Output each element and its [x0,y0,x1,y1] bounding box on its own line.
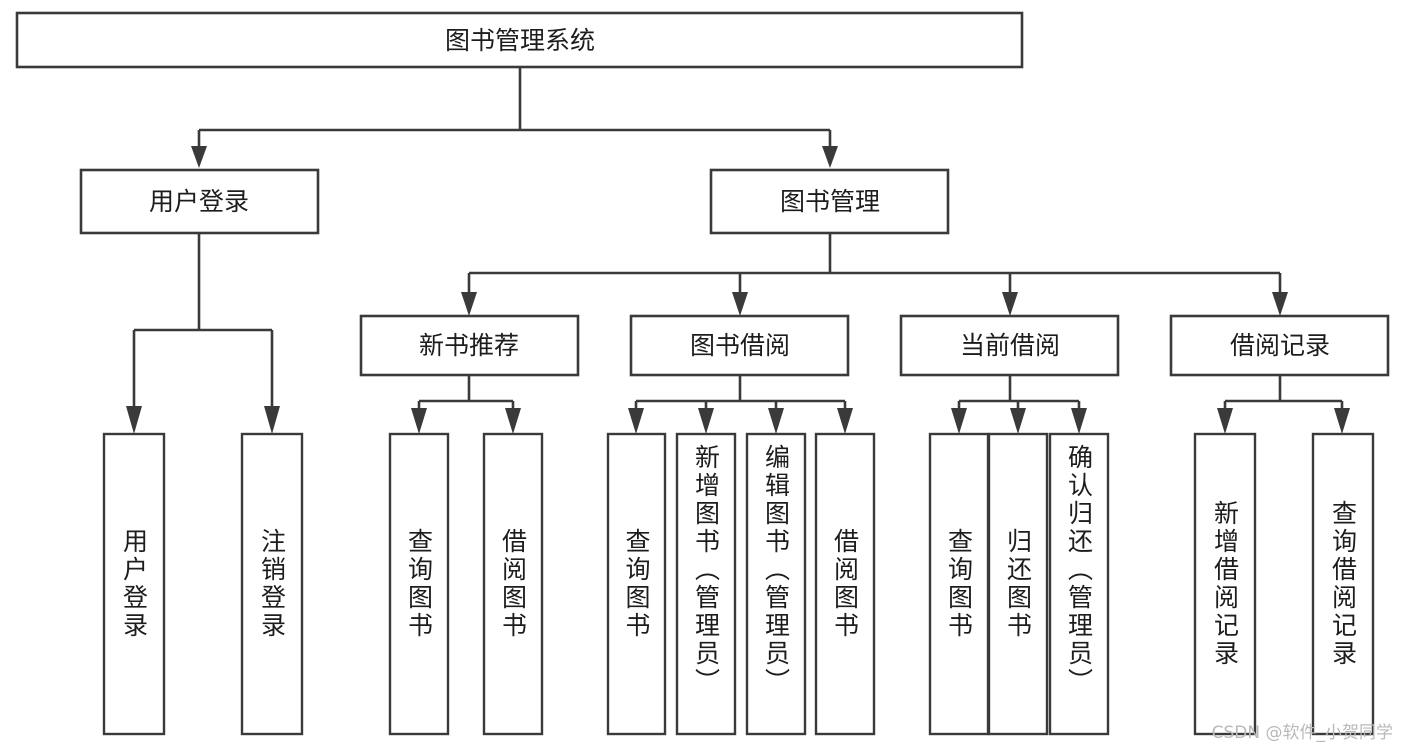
connector-group-borrow-record [1217,375,1350,434]
arrow-head-to-book-borrow [732,292,748,316]
arrow-head-leaf-confirm-return [1071,408,1087,434]
node-new-book-recommendation[interactable]: 新书推荐 [359,314,580,377]
node-book-management-label: 图书管理 [780,187,880,216]
arrow-head-leaf-return-book [1010,408,1026,434]
arrow-head-to-new-book-rec [461,292,477,316]
leaf-box-borrow-book-1[interactable] [482,432,544,736]
node-new-book-recommendation-label: 新书推荐 [419,331,519,360]
arrow-head-leaf-user-login [126,406,142,434]
arrow-head-to-book-mgmt [822,146,838,168]
leaf-box-logout[interactable] [240,432,304,736]
leaf-box-return-book[interactable] [987,432,1049,736]
node-current-borrow-label: 当前借阅 [960,331,1060,360]
connector-group-book-borrow [628,375,853,434]
arrow-head-leaf-query-book-3 [951,408,967,434]
leaf-box-edit-book[interactable] [745,432,807,736]
arrow-head-leaf-query-book-1 [411,408,427,434]
arrow-head-to-borrow-record [1272,292,1288,316]
leaf-box-query-record[interactable] [1311,432,1375,736]
node-user-login-box [79,168,320,235]
arrow-head-leaf-query-book-2 [628,408,644,434]
node-user-login-label: 用户登录 [149,187,249,216]
node-borrow-record-box [1169,314,1390,377]
leaf-box-user-login[interactable] [102,432,166,736]
arrow-head-leaf-edit-book [768,408,784,434]
node-root-system-label: 图书管理系统 [445,26,595,55]
connector-group-new-book-rec [411,375,521,434]
node-current-borrow[interactable]: 当前借阅 [899,314,1120,377]
leaf-box-query-book-1[interactable] [388,432,450,736]
node-user-login[interactable]: 用户登录 [79,168,320,235]
leaf-box-query-book-3[interactable] [928,432,990,736]
connector-group-root [191,67,838,168]
node-current-borrow-box [899,314,1120,377]
arrow-head-to-user-login [191,146,207,168]
arrow-head-leaf-borrow-book-2 [837,408,853,434]
arrow-head-leaf-logout [264,406,280,434]
leaf-box-query-book-2[interactable] [606,432,667,736]
node-root-system-box [15,11,1024,69]
node-borrow-record[interactable]: 借阅记录 [1169,314,1390,377]
arrow-head-to-current-borrow [1002,292,1018,316]
leaf-box-group [102,432,1375,736]
arrow-head-leaf-add-book [698,408,714,434]
node-borrow-record-label: 借阅记录 [1230,331,1330,360]
arrow-head-leaf-query-record [1334,408,1350,434]
node-book-borrow-box [629,314,850,377]
node-book-management[interactable]: 图书管理 [709,168,950,235]
arrow-head-leaf-add-record [1217,408,1233,434]
connector-group-user-login [126,233,280,434]
leaf-box-add-book[interactable] [675,432,737,736]
connector-group-current-borrow [951,375,1087,434]
connector-group-book-mgmt [461,233,1288,316]
leaf-box-add-record[interactable] [1193,432,1257,736]
node-book-management-box [709,168,950,235]
node-book-borrow-label: 图书借阅 [690,331,790,360]
arrow-head-leaf-borrow-book-1 [505,408,521,434]
node-root-system[interactable]: 图书管理系统 [15,11,1024,69]
node-book-borrow[interactable]: 图书借阅 [629,314,850,377]
leaf-box-borrow-book-2[interactable] [814,432,876,736]
leaf-box-confirm-return[interactable] [1048,432,1110,736]
node-new-book-recommendation-box [359,314,580,377]
